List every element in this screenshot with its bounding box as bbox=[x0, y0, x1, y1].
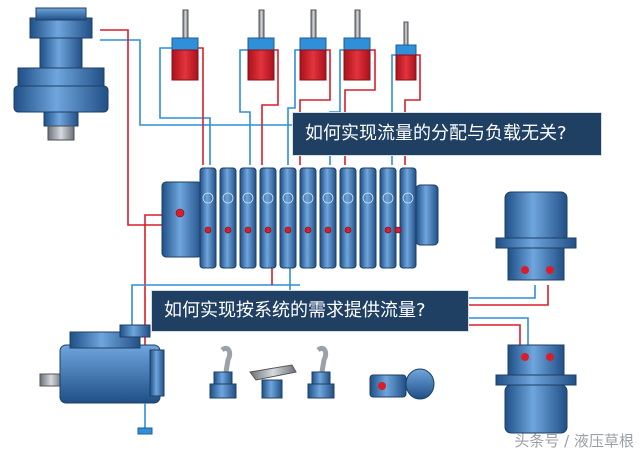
cylinders bbox=[171, 9, 417, 81]
line-cyl3-blue bbox=[287, 49, 304, 165]
line-cyl2-blue bbox=[239, 49, 252, 165]
pilot-controls bbox=[209, 345, 435, 400]
watermark: 头条号 / 液压草根 bbox=[514, 432, 634, 450]
joystick-left bbox=[209, 345, 237, 399]
cylinder-2 bbox=[247, 9, 275, 81]
travel-motor-bottom bbox=[495, 344, 577, 434]
line-slew-blue bbox=[100, 39, 300, 126]
line-slew-red bbox=[100, 29, 165, 226]
line-cyl2-red bbox=[261, 49, 279, 165]
cylinder-4 bbox=[343, 9, 371, 81]
line-travel2-red bbox=[469, 324, 521, 345]
question-box-flow-distribution: 如何实现流量的分配与负载无关? bbox=[292, 112, 602, 156]
slew-motor bbox=[13, 7, 109, 141]
cylinder-3 bbox=[299, 9, 327, 81]
joystick-right bbox=[307, 345, 335, 399]
pedal-valve bbox=[249, 364, 297, 399]
line-travel2-blue bbox=[469, 317, 529, 345]
line-pump-red bbox=[144, 214, 168, 345]
line-travel1-blue bbox=[469, 285, 536, 299]
cylinder-5 bbox=[395, 21, 417, 81]
accumulator-valve bbox=[369, 368, 435, 400]
question-box-flow-demand: 如何实现按系统的需求提供流量? bbox=[151, 290, 469, 332]
cylinder-1 bbox=[171, 9, 199, 81]
travel-motor-top bbox=[495, 191, 577, 281]
control-valve-block bbox=[161, 167, 439, 269]
line-cyl1-blue bbox=[159, 47, 211, 165]
line-travel1-red bbox=[469, 285, 549, 306]
main-pump bbox=[39, 324, 165, 435]
